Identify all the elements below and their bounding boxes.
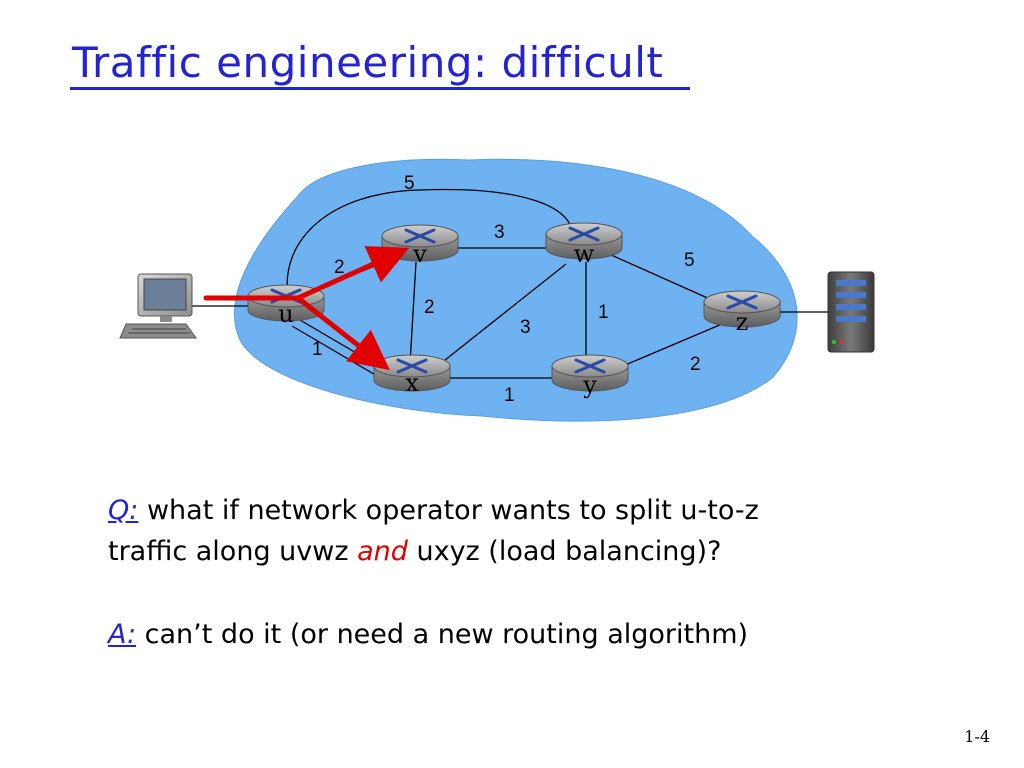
- traffic-arrow-u-v: [295, 246, 410, 301]
- cost-w-x: 3: [520, 317, 531, 338]
- router-y: y: [551, 354, 629, 399]
- slide-number: 1-4: [964, 727, 990, 746]
- host-computer-icon: [119, 273, 197, 339]
- router-x: x: [373, 354, 451, 397]
- router-v-label: v: [412, 240, 427, 268]
- title-underline: [70, 87, 690, 90]
- cost-v-w: 3: [494, 222, 505, 243]
- link-w-z: [599, 249, 713, 301]
- router-w: w: [545, 222, 623, 268]
- server-tower-icon: [827, 271, 875, 353]
- link-u-w: [286, 188, 573, 297]
- question-line-1: Q: what if network operator wants to spl…: [108, 490, 988, 531]
- cost-w-z: 5: [684, 250, 695, 271]
- question-label: Q:: [108, 495, 139, 526]
- traffic-arrow-u-x: [295, 295, 390, 371]
- cost-y-z: 2: [690, 354, 701, 375]
- link-u-x-2: [291, 325, 385, 381]
- cost-x-y: 1: [504, 385, 515, 406]
- router-z: z: [703, 290, 781, 336]
- question-line-2: traffic along uvwz and uxyz (load balanc…: [108, 531, 988, 572]
- router-x-label: x: [405, 369, 419, 397]
- question-block: Q: what if network operator wants to spl…: [108, 490, 988, 572]
- question-text-2: traffic along uvwz: [108, 536, 358, 567]
- cost-u-w: 5: [404, 173, 415, 194]
- question-emphasis: and: [357, 536, 408, 567]
- link-w-x: [429, 263, 567, 373]
- question-text-3: uxyz (load balancing)?: [407, 536, 722, 567]
- cost-u-v: 2: [334, 257, 345, 278]
- router-u-label: u: [278, 300, 293, 328]
- answer-text: can’t do it (or need a new routing algor…: [144, 619, 749, 650]
- cost-v-x: 2: [424, 297, 435, 318]
- answer-label: A:: [108, 619, 137, 650]
- page-title: Traffic engineering: difficult: [72, 38, 664, 87]
- router-w-label: w: [574, 240, 595, 268]
- network-diagram: 5 2 1 3 2 3 1 5 1 2 v w u: [119, 158, 875, 422]
- question-text-1: what if network operator wants to split …: [146, 495, 759, 526]
- router-y-label: y: [582, 371, 597, 399]
- answer-block: A: can’t do it (or need a new routing al…: [108, 614, 988, 655]
- link-v-x: [409, 261, 417, 365]
- router-z-label: z: [736, 308, 749, 336]
- cost-w-y: 1: [598, 302, 609, 323]
- cost-u-x: 1: [312, 339, 323, 360]
